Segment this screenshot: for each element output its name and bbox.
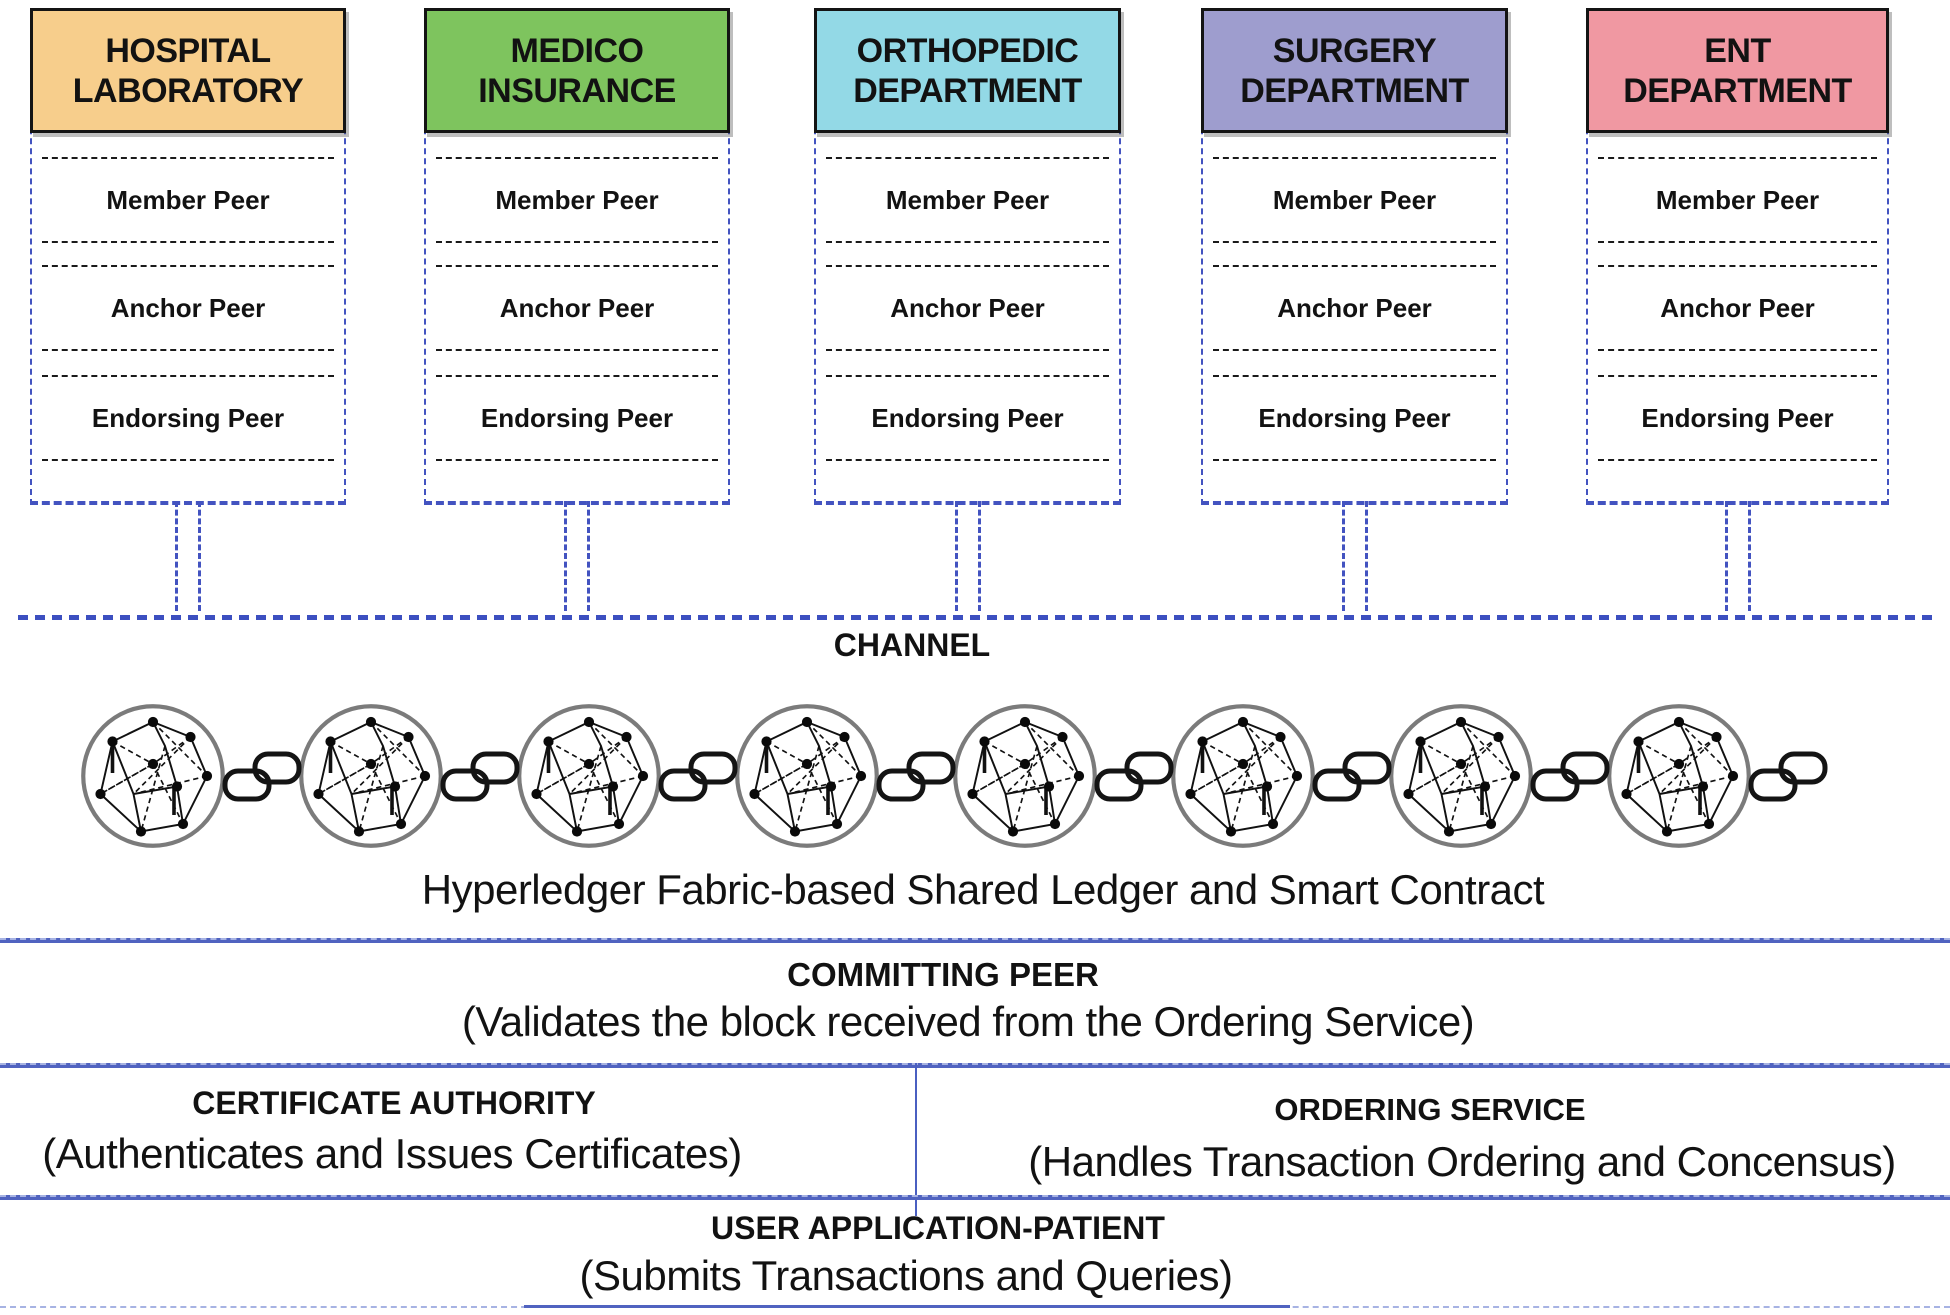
column-orthopedic-department: ORTHOPEDIC DEPARTMENT Member Peer Anchor… xyxy=(814,8,1121,611)
spacer xyxy=(1588,133,1887,157)
chain-link-icon xyxy=(440,751,520,802)
department-title-line2: LABORATORY xyxy=(72,71,304,110)
spacer xyxy=(1203,133,1506,157)
department-title-line1: ENT xyxy=(1704,31,1771,70)
spacer xyxy=(426,133,728,157)
department-title-line2: DEPARTMENT xyxy=(1623,71,1852,110)
ledger-block-icon xyxy=(953,704,1097,848)
channel-connector xyxy=(1341,501,1368,611)
chain-link-icon xyxy=(222,751,302,802)
member-peer-row: Member Peer xyxy=(436,157,718,243)
department-title-line1: HOSPITAL xyxy=(105,31,271,70)
channel-line xyxy=(18,615,1932,620)
certificate-authority-subtitle: (Authenticates and Issues Certificates) xyxy=(42,1130,742,1177)
spacer xyxy=(1588,243,1887,265)
anchor-peer-row: Anchor Peer xyxy=(42,265,334,351)
member-peer-row: Member Peer xyxy=(42,157,334,243)
ledger-block-icon xyxy=(299,704,443,848)
blockchain-chain xyxy=(78,700,1828,852)
channel-connector xyxy=(564,501,590,611)
user-application-title: USER APPLICATION-PATIENT xyxy=(711,1210,1165,1246)
channel-connector xyxy=(175,501,201,611)
department-title-line1: SURGERY xyxy=(1272,31,1437,70)
column-ent-department: ENT DEPARTMENT Member Peer Anchor Peer E… xyxy=(1586,8,1889,611)
spacer xyxy=(1203,351,1506,375)
ledger-block-icon xyxy=(1607,704,1751,848)
ledger-block-icon xyxy=(81,704,225,848)
spacer xyxy=(1588,351,1887,375)
committing-peer-subtitle: (Validates the block received from the O… xyxy=(461,998,1475,1045)
spacer xyxy=(816,243,1119,265)
column-hospital-laboratory: HOSPITAL LABORATORY Member Peer Anchor P… xyxy=(30,8,346,611)
spacer xyxy=(1203,243,1506,265)
endorsing-peer-row: Endorsing Peer xyxy=(436,375,718,461)
ledger-block-icon xyxy=(517,704,661,848)
separator-line xyxy=(0,938,1950,943)
endorsing-peer-row: Endorsing Peer xyxy=(1213,375,1496,461)
ordering-service-title: ORDERING SERVICE xyxy=(1274,1092,1586,1127)
department-header: ORTHOPEDIC DEPARTMENT xyxy=(814,8,1121,133)
committing-peer-title: COMMITTING PEER xyxy=(787,956,1099,993)
chain-link-icon xyxy=(1748,751,1828,802)
department-title-line2: DEPARTMENT xyxy=(1240,71,1469,110)
department-title-line1: MEDICO xyxy=(510,31,645,70)
user-application-subtitle: (Submits Transactions and Queries) xyxy=(579,1252,1233,1299)
department-header: HOSPITAL LABORATORY xyxy=(30,8,346,133)
department-title-line1: ORTHOPEDIC xyxy=(856,31,1079,70)
spacer xyxy=(426,351,728,375)
separator-line xyxy=(0,1195,1950,1200)
channel-connector xyxy=(954,501,981,611)
anchor-peer-row: Anchor Peer xyxy=(1213,265,1496,351)
department-header: MEDICO INSURANCE xyxy=(424,8,730,133)
chain-link-icon xyxy=(1312,751,1392,802)
spacer xyxy=(32,351,344,375)
ledger-block-icon xyxy=(735,704,879,848)
vertical-divider xyxy=(915,1063,917,1216)
member-peer-row: Member Peer xyxy=(1598,157,1877,243)
ledger-caption: Hyperledger Fabric-based Shared Ledger a… xyxy=(421,866,1545,913)
spacer xyxy=(32,133,344,157)
department-title-line2: INSURANCE xyxy=(478,71,676,110)
department-title-line2: DEPARTMENT xyxy=(853,71,1082,110)
anchor-peer-row: Anchor Peer xyxy=(1598,265,1877,351)
member-peer-row: Member Peer xyxy=(1213,157,1496,243)
department-header: SURGERY DEPARTMENT xyxy=(1201,8,1508,133)
spacer xyxy=(426,243,728,265)
channel-label: CHANNEL xyxy=(833,627,991,663)
ledger-block-icon xyxy=(1171,704,1315,848)
column-surgery-department: SURGERY DEPARTMENT Member Peer Anchor Pe… xyxy=(1201,8,1508,611)
column-medico-insurance: MEDICO INSURANCE Member Peer Anchor Peer… xyxy=(424,8,730,611)
endorsing-peer-row: Endorsing Peer xyxy=(42,375,334,461)
ordering-service-subtitle: (Handles Transaction Ordering and Concen… xyxy=(1028,1138,1896,1185)
spacer xyxy=(816,133,1119,157)
member-peer-row: Member Peer xyxy=(826,157,1109,243)
endorsing-peer-row: Endorsing Peer xyxy=(1598,375,1877,461)
anchor-peer-row: Anchor Peer xyxy=(826,265,1109,351)
spacer xyxy=(32,243,344,265)
chain-link-icon xyxy=(1530,751,1610,802)
department-header: ENT DEPARTMENT xyxy=(1586,8,1889,133)
bottom-border-line-solid xyxy=(524,1305,1290,1308)
certificate-authority-title: CERTIFICATE AUTHORITY xyxy=(192,1085,596,1121)
spacer xyxy=(816,351,1119,375)
chain-link-icon xyxy=(1094,751,1174,802)
anchor-peer-row: Anchor Peer xyxy=(436,265,718,351)
ledger-block-icon xyxy=(1389,704,1533,848)
chain-link-icon xyxy=(658,751,738,802)
chain-link-icon xyxy=(876,751,956,802)
channel-connector xyxy=(1724,501,1751,611)
endorsing-peer-row: Endorsing Peer xyxy=(826,375,1109,461)
separator-line xyxy=(0,1063,1950,1068)
